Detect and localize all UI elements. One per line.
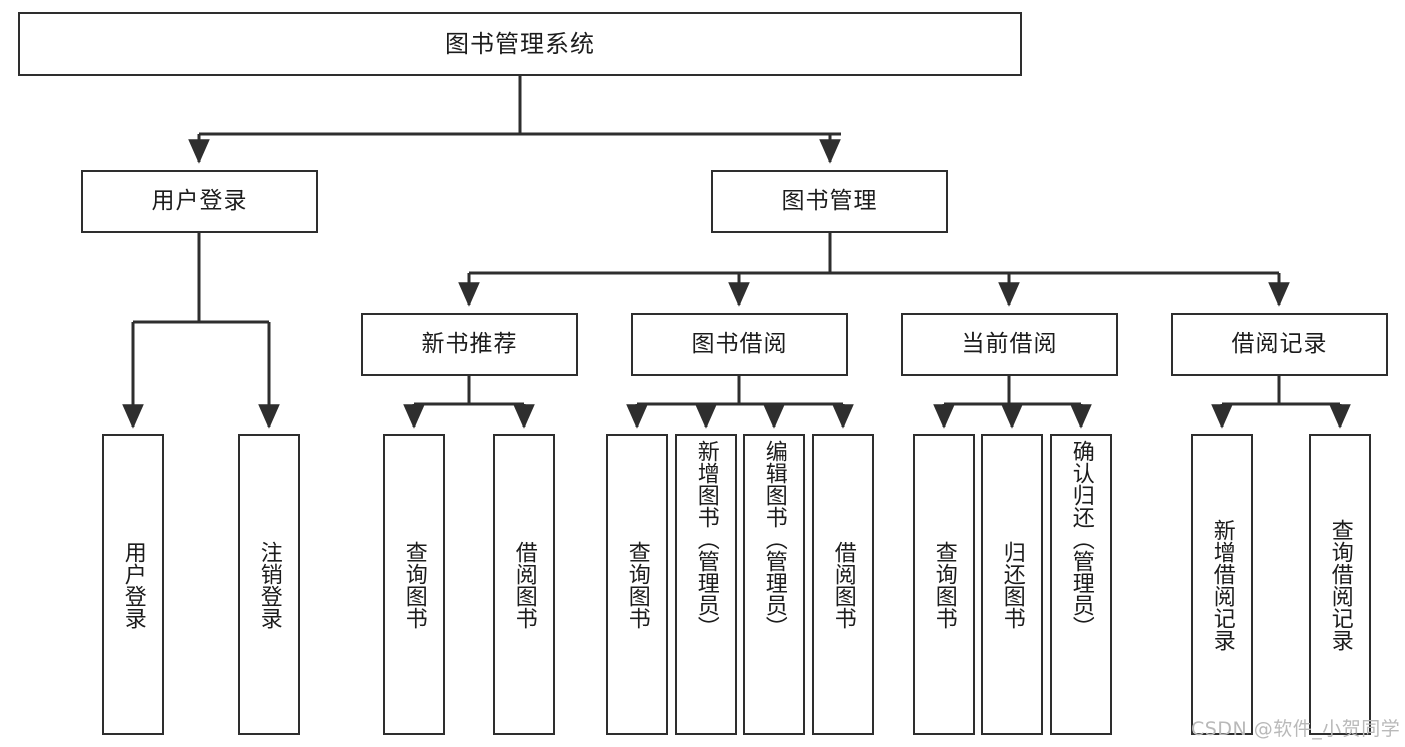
- node-current-borrow[interactable]: 当前借阅: [901, 313, 1118, 376]
- node-leaf-add-book[interactable]: 新增图书（管理员）: [675, 434, 737, 735]
- node-leaf-query-book-2-label: 查询图书: [624, 540, 650, 629]
- node-leaf-borrow-book-2[interactable]: 借阅图书: [812, 434, 874, 735]
- node-root[interactable]: 图书管理系统: [18, 12, 1022, 76]
- csdn-watermark: CSDN @软件_小贺同学: [1191, 718, 1401, 740]
- node-leaf-user-logout[interactable]: 注销登录: [238, 434, 300, 735]
- node-leaf-add-record[interactable]: 新增借阅记录: [1191, 434, 1253, 735]
- node-book-manage[interactable]: 图书管理: [711, 170, 948, 233]
- node-new-book-rec-label: 新书推荐: [421, 330, 518, 357]
- node-leaf-query-record[interactable]: 查询借阅记录: [1309, 434, 1371, 735]
- node-leaf-borrow-book-1[interactable]: 借阅图书: [493, 434, 555, 735]
- node-leaf-query-book-3[interactable]: 查询图书: [913, 434, 975, 735]
- node-leaf-query-book-2[interactable]: 查询图书: [606, 434, 668, 735]
- node-leaf-return-book-label: 归还图书: [999, 540, 1025, 629]
- node-leaf-user-logout-label: 注销登录: [256, 540, 282, 629]
- node-user-login[interactable]: 用户登录: [81, 170, 318, 233]
- node-root-label: 图书管理系统: [445, 29, 595, 58]
- node-book-manage-label: 图书管理: [781, 187, 878, 214]
- node-new-book-rec[interactable]: 新书推荐: [361, 313, 578, 376]
- node-leaf-user-login[interactable]: 用户登录: [102, 434, 164, 735]
- node-leaf-confirm-return[interactable]: 确认归还（管理员）: [1050, 434, 1112, 735]
- node-user-login-label: 用户登录: [151, 187, 248, 214]
- node-leaf-return-book[interactable]: 归还图书: [981, 434, 1043, 735]
- node-leaf-borrow-book-2-label: 借阅图书: [830, 540, 856, 629]
- node-leaf-borrow-book-1-label: 借阅图书: [511, 540, 537, 629]
- node-leaf-query-book-1[interactable]: 查询图书: [383, 434, 445, 735]
- node-current-borrow-label: 当前借阅: [961, 330, 1058, 357]
- node-leaf-query-book-3-label: 查询图书: [931, 540, 957, 629]
- node-leaf-confirm-return-label: 确认归还（管理员）: [1068, 440, 1094, 638]
- node-leaf-edit-book-label: 编辑图书（管理员）: [761, 440, 787, 638]
- node-leaf-add-record-label: 新增借阅记录: [1209, 518, 1235, 651]
- node-book-borrow[interactable]: 图书借阅: [631, 313, 848, 376]
- node-book-borrow-label: 图书借阅: [691, 330, 788, 357]
- node-borrow-record[interactable]: 借阅记录: [1171, 313, 1388, 376]
- node-leaf-edit-book[interactable]: 编辑图书（管理员）: [743, 434, 805, 735]
- node-leaf-query-record-label: 查询借阅记录: [1327, 518, 1353, 651]
- node-leaf-user-login-label: 用户登录: [120, 540, 146, 629]
- node-leaf-query-book-1-label: 查询图书: [401, 540, 427, 629]
- node-borrow-record-label: 借阅记录: [1231, 330, 1328, 357]
- node-leaf-add-book-label: 新增图书（管理员）: [693, 440, 719, 638]
